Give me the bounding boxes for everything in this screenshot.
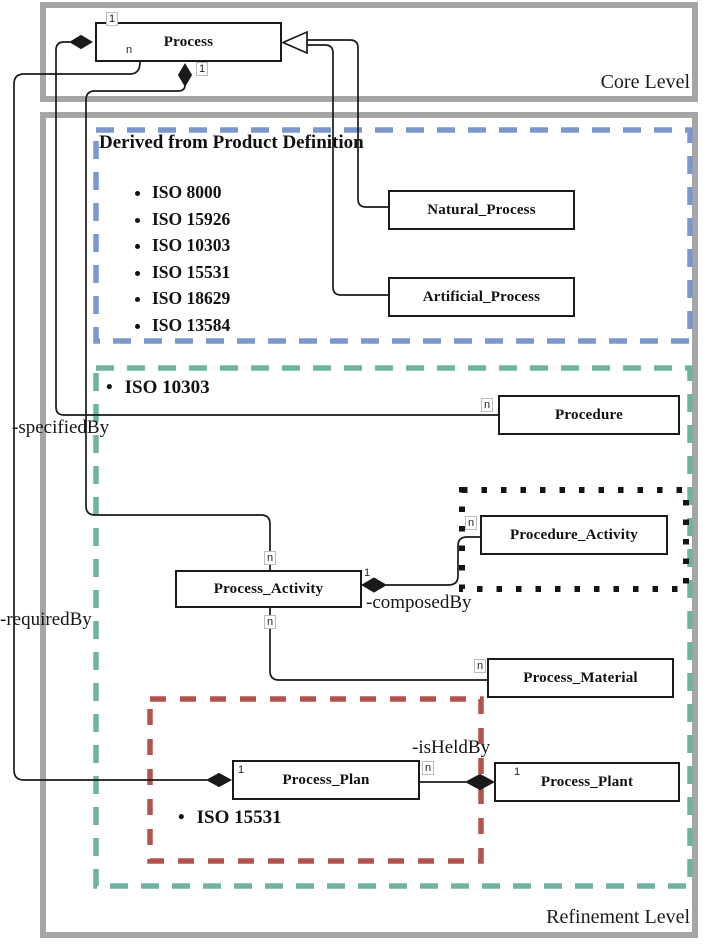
multiplicity-isheldby-source: n	[422, 761, 435, 775]
required-by-composition-diamond	[205, 772, 233, 788]
multiplicity-process-activity-parent: 1	[196, 62, 209, 76]
is-held-by-composition-diamond	[464, 773, 496, 791]
derived-group-title: Derived from Product Definition	[99, 132, 364, 153]
procedure-activity-group-border	[459, 487, 689, 592]
process-activity-composition-diamond	[177, 63, 193, 87]
refinement-level-frame	[40, 112, 698, 938]
standard-item: ISO 10303	[152, 232, 230, 259]
core-level-caption: Core Level	[600, 71, 690, 93]
derived-standards-list: ISO 8000 ISO 15926 ISO 10303 ISO 15531 I…	[130, 179, 230, 338]
process-material-line	[269, 608, 487, 681]
required-by-line	[13, 61, 207, 781]
artificial-process-generalization-line	[307, 44, 388, 296]
class-process-material-label: Process_Material	[523, 669, 638, 686]
standard-item: ISO 15531	[152, 259, 230, 286]
specified-by-label: -specifiedBy	[12, 417, 110, 438]
specified-by-composition-diamond	[69, 34, 93, 50]
iso15531-group-bullet: ISO 15531	[178, 807, 282, 829]
standard-item: ISO 18629	[152, 285, 230, 312]
generalization-triangle-icon	[280, 30, 308, 55]
core-level-frame	[40, 2, 698, 102]
standard-item: ISO 15926	[152, 206, 230, 233]
composed-by-line	[386, 536, 480, 586]
multiplicity-process-material: n	[474, 659, 487, 673]
multiplicity-process-requiredby: n	[126, 44, 133, 56]
class-artificial-process: Artificial_Process	[388, 277, 575, 317]
multiplicity-procedure: n	[481, 398, 494, 412]
class-process-activity: Process_Activity	[175, 570, 362, 608]
process-activity-line	[85, 84, 271, 570]
derived-group-border	[93, 127, 693, 344]
class-procedure-activity-label: Procedure_Activity	[509, 526, 638, 543]
natural-process-generalization-line	[307, 39, 388, 208]
class-process-material: Process_Material	[487, 658, 674, 698]
specified-by-line	[55, 41, 498, 416]
class-natural-process: Natural_Process	[388, 190, 575, 230]
class-natural-process-label: Natural_Process	[427, 201, 536, 218]
multiplicity-process-activity-top: n	[264, 551, 277, 565]
multiplicity-process-plan: 1	[238, 764, 245, 776]
iso10303-group-bullet: ISO 10303	[106, 377, 210, 399]
class-process-plan: Process_Plan	[232, 760, 420, 800]
composed-by-composition-diamond	[361, 577, 387, 593]
standard-item: ISO 13584	[152, 312, 230, 339]
class-artificial-process-label: Artificial_Process	[422, 288, 541, 305]
class-procedure: Procedure	[498, 395, 680, 435]
class-process-plant: Process_Plant	[494, 762, 680, 802]
refinement-level-caption: Refinement Level	[546, 906, 690, 928]
multiplicity-process-plant: 1	[514, 766, 521, 778]
standard-item: ISO 8000	[152, 179, 230, 206]
is-held-by-label: -isHeldBy	[412, 737, 491, 758]
required-by-label: -requiredBy	[0, 609, 92, 630]
multiplicity-procedure-activity: n	[465, 516, 478, 530]
class-process: Process	[95, 22, 282, 62]
class-process-plant-label: Process_Plant	[540, 773, 634, 790]
class-procedure-label: Procedure	[555, 406, 623, 423]
class-procedure-activity: Procedure_Activity	[480, 515, 668, 555]
multiplicity-process-specifiedby: 1	[106, 12, 119, 26]
multiplicity-composedby-source: 1	[364, 567, 371, 579]
composed-by-label: -composedBy	[366, 592, 472, 613]
multiplicity-process-activity-bottom: n	[264, 615, 277, 629]
class-process-label: Process	[163, 33, 214, 50]
class-process-plan-label: Process_Plan	[282, 771, 370, 788]
class-process-activity-label: Process_Activity	[213, 580, 324, 597]
iso10303-group-border	[93, 365, 693, 889]
